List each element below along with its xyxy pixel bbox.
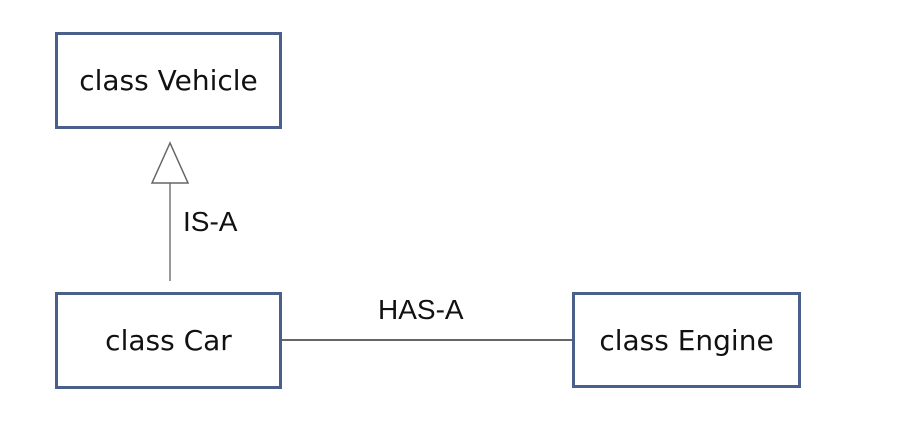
class-engine-box: class Engine	[572, 292, 801, 388]
class-vehicle-box: class Vehicle	[55, 32, 282, 129]
is-a-label: IS-A	[183, 206, 238, 237]
class-vehicle-label: class Vehicle	[79, 64, 258, 97]
class-car-box: class Car	[55, 292, 282, 389]
class-car-label: class Car	[105, 324, 232, 357]
has-a-label: HAS-A	[378, 294, 464, 325]
class-engine-label: class Engine	[599, 323, 774, 357]
inheritance-arrowhead-icon	[150, 141, 190, 184]
